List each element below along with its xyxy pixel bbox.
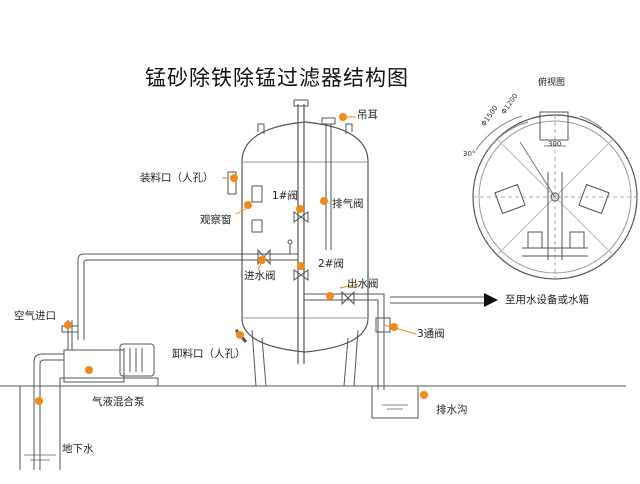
suction-pipe-outer — [33, 353, 64, 470]
top-view-dim-300: 300 — [548, 140, 562, 148]
marker-exhaust-valve — [320, 197, 328, 205]
pipe-top-flange — [293, 99, 309, 107]
tank-leg-left — [251, 329, 267, 387]
outlet-pipe-outer — [304, 293, 385, 390]
label-valve-2: 2#阀 — [318, 258, 344, 270]
marker-valve-2 — [297, 262, 305, 270]
pump-base — [59, 377, 159, 387]
top-view-title: 俯视图 — [538, 78, 566, 88]
marker-outlet-valve — [326, 292, 334, 300]
marker-unloading-port — [236, 331, 244, 339]
marker-valve-1 — [296, 205, 304, 213]
label-mixing-pump: 气液混合泵 — [92, 396, 145, 408]
suction-pipe-inner — [39, 359, 64, 470]
tank-leg-right — [343, 329, 359, 387]
lifting-lug-left — [257, 123, 265, 134]
marker-mixing-pump — [85, 366, 93, 374]
top-view-port-left — [494, 183, 526, 215]
drain-ditch-shape — [371, 386, 419, 419]
pump-motor — [119, 343, 155, 377]
label-exhaust-valve: 排气阀 — [332, 198, 364, 210]
marker-groundwater — [35, 397, 43, 405]
sight-window-lower — [251, 219, 263, 233]
top-view-dim-angle: 30° — [463, 150, 476, 158]
valve-1-symbol — [293, 211, 309, 223]
exhaust-flange — [321, 117, 336, 125]
label-sight-window: 观察窗 — [200, 214, 232, 226]
pump-body — [63, 349, 125, 383]
lifting-lug-right — [345, 123, 353, 134]
outlet-pipe-inner — [304, 299, 379, 390]
outlet-valve-symbol — [341, 290, 355, 306]
label-lifting-lug: 吊耳 — [357, 109, 378, 121]
label-air-inlet: 空气进口 — [14, 310, 56, 322]
marker-lifting-lug — [339, 113, 347, 121]
top-view-manhole — [539, 111, 569, 141]
diagram-title: 锰砂除铁除锰过滤器结构图 — [145, 66, 409, 90]
marker-loading-port — [230, 174, 238, 182]
label-loading-port: 装料口（人孔） — [140, 172, 214, 184]
marker-inlet-valve — [258, 256, 266, 264]
top-view-center — [550, 192, 560, 202]
label-groundwater: 地下水 — [62, 443, 94, 455]
marker-drain-ditch — [420, 391, 428, 399]
label-drain-ditch: 排水沟 — [436, 404, 468, 416]
loading-port-shape — [227, 171, 237, 195]
label-markers — [35, 113, 428, 405]
top-view-port-right — [578, 183, 610, 215]
label-unloading-port: 卸料口（人孔） — [172, 348, 246, 360]
marker-sight-window — [244, 201, 252, 209]
label-inlet-valve: 进水阀 — [244, 270, 276, 282]
sight-window-upper — [251, 185, 263, 203]
three-way-valve-symbol — [375, 317, 391, 333]
marker-air-inlet — [64, 321, 72, 329]
marker-three-way-valve — [390, 323, 398, 331]
arrow-to-equipment — [484, 293, 498, 307]
label-valve-1: 1#阀 — [272, 190, 298, 202]
inlet-pipe-outer — [77, 253, 298, 340]
label-three-way-valve: 3通阀 — [417, 328, 445, 340]
valve-2-symbol — [293, 269, 309, 281]
label-to-equipment: 至用水设备或水箱 — [505, 294, 589, 306]
inlet-pipe-inner — [83, 259, 298, 340]
inlet-valve-symbol — [257, 248, 271, 266]
label-outlet-valve: 出水阀 — [347, 278, 379, 290]
